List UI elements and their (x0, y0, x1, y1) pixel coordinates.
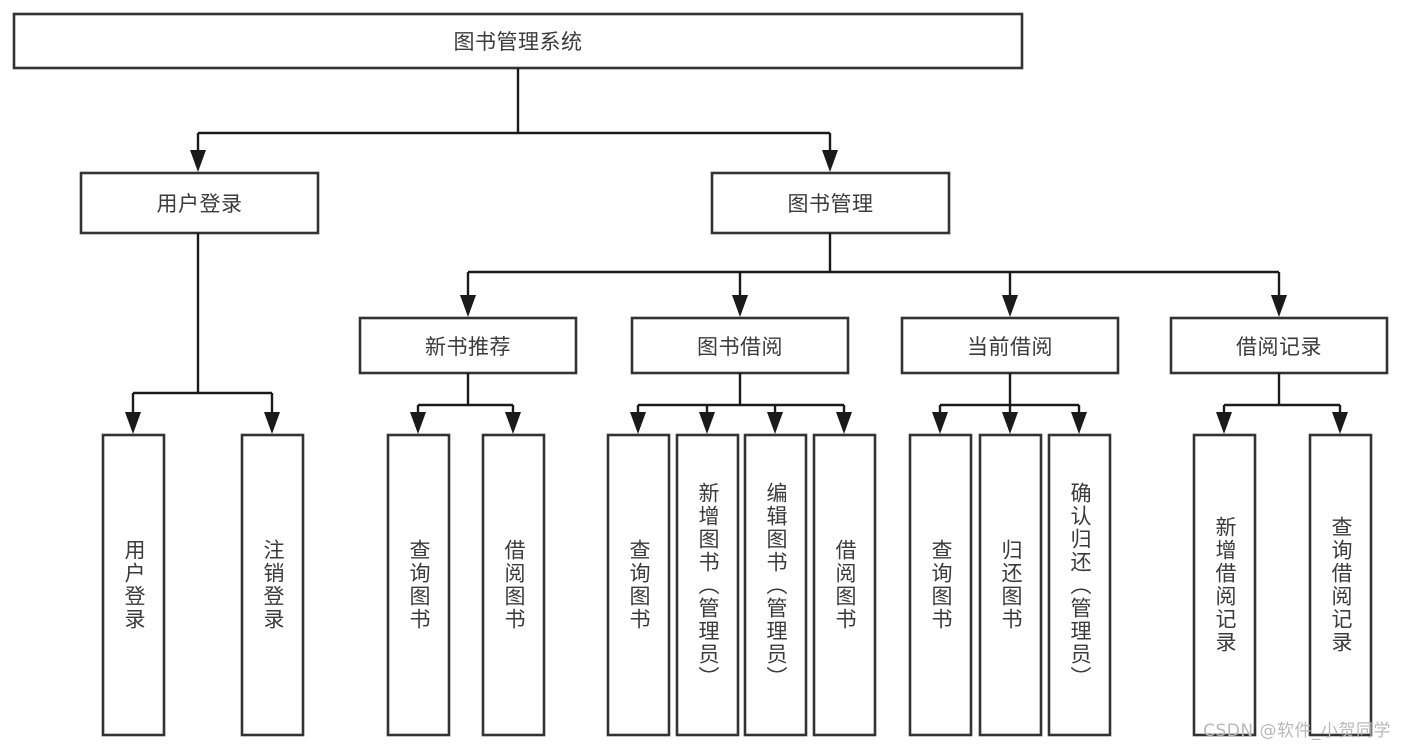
node-box-leaf-br-add-record[interactable] (1192, 433, 1257, 737)
arrow-head-nbr-query-book (410, 412, 426, 434)
node-box-leaf-nbr-borrow-book[interactable] (481, 433, 546, 737)
arrow-head-cb-confirm-return (1071, 412, 1087, 434)
arrow-head-cb-query-book (932, 412, 948, 434)
arrow-head-to-borrow-record (1271, 295, 1287, 317)
arrow-head-leaf-user-login (125, 412, 141, 434)
arrow-head-nbr-borrow-book (505, 412, 521, 434)
arrow-head-to-book-borrow (732, 295, 748, 317)
arrow-head-br-add-record (1216, 412, 1232, 434)
node-box-leaf-cb-confirm-return[interactable] (1047, 433, 1112, 737)
node-box-leaf-bb-add-book[interactable] (675, 433, 740, 737)
node-box-user-login[interactable] (79, 171, 320, 235)
node-box-leaf-br-query-record[interactable] (1308, 433, 1373, 737)
node-box-leaf-bb-borrow-book[interactable] (812, 433, 877, 737)
node-box-borrow-record[interactable] (1169, 316, 1389, 375)
node-box-leaf-bb-query-book[interactable] (606, 433, 671, 737)
arrow-head-bb-edit-book (767, 412, 783, 434)
arrow-head-bb-borrow-book (836, 412, 852, 434)
node-box-new-book-recommend[interactable] (358, 316, 578, 375)
node-box-book-borrow[interactable] (630, 316, 850, 375)
node-box-leaf-nbr-query-book[interactable] (386, 433, 451, 737)
node-box-root[interactable] (12, 12, 1024, 70)
node-box-leaf-bb-edit-book[interactable] (743, 433, 808, 737)
arrow-head-bb-query-book (630, 412, 646, 434)
arrow-head-bb-add-book (699, 412, 715, 434)
node-box-current-borrow[interactable] (900, 316, 1120, 375)
node-box-book-management[interactable] (710, 171, 951, 235)
node-box-leaf-logout[interactable] (240, 433, 305, 737)
arrow-head-cb-return-book (1002, 412, 1018, 434)
arrow-head-br-query-record (1332, 412, 1348, 434)
arrow-head-to-book-mgmt (822, 150, 838, 172)
node-box-leaf-cb-return-book[interactable] (978, 433, 1043, 737)
arrow-head-to-user-login (190, 150, 206, 172)
arrow-head-leaf-logout (264, 412, 280, 434)
node-box-leaf-cb-query-book[interactable] (908, 433, 973, 737)
node-box-leaf-user-login[interactable] (101, 433, 166, 737)
arrow-head-to-current-borrow (1002, 295, 1018, 317)
arrow-head-to-new-book-rec (460, 295, 476, 317)
